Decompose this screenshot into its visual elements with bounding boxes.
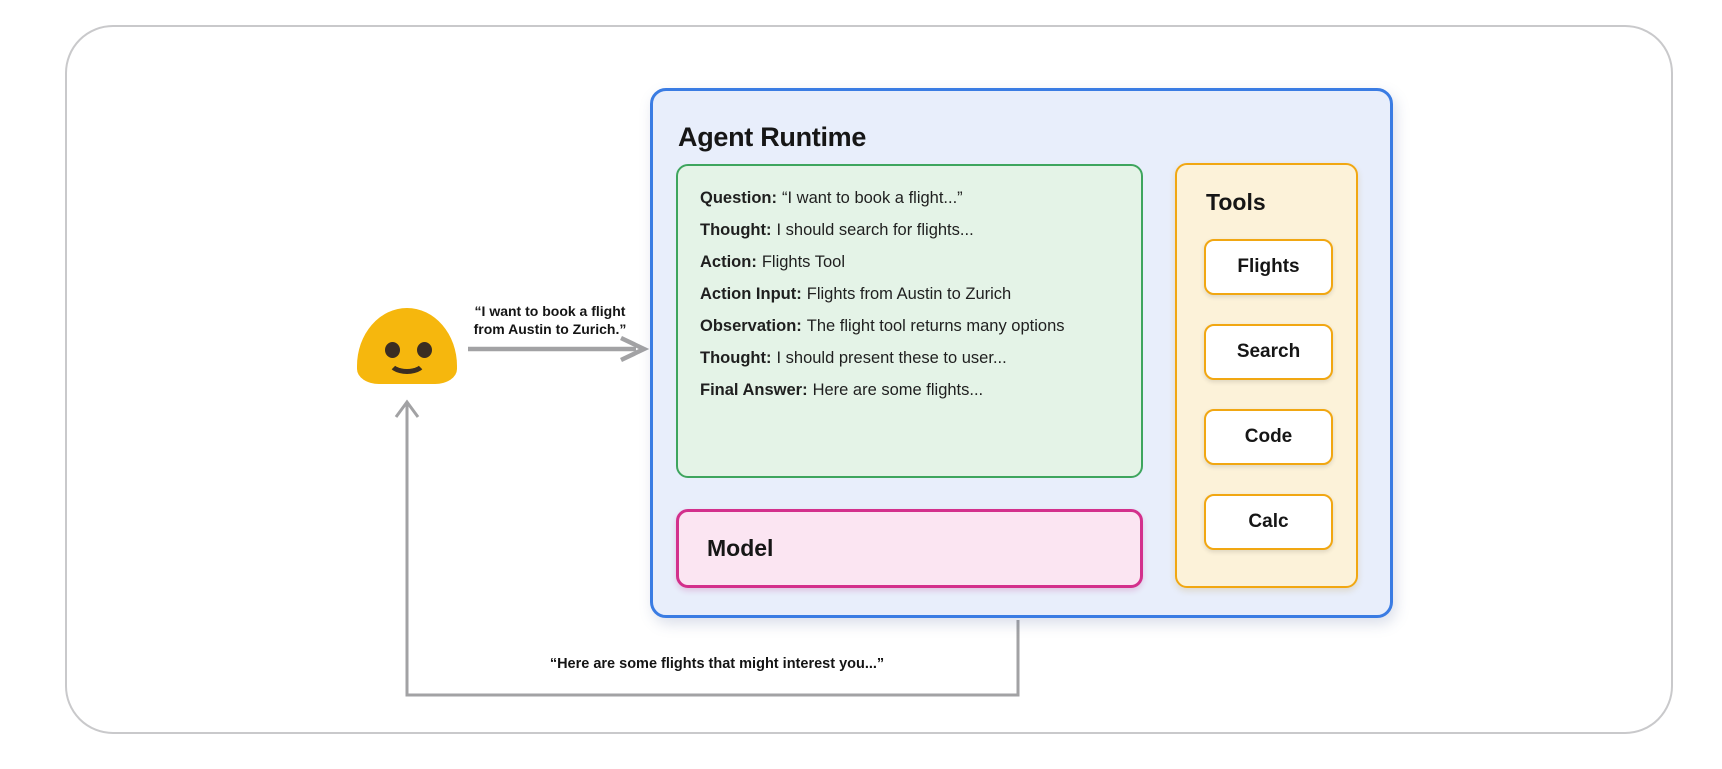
react-scratchpad-box: Question: “I want to book a flight...” Th… (676, 164, 1143, 478)
tool-button: Flights (1204, 239, 1333, 295)
scratchpad-line: Action:Flights Tool (700, 246, 1119, 278)
agent-runtime-title: Agent Runtime (678, 122, 867, 152)
tool-button: Code (1204, 409, 1333, 465)
scratchpad-line-label: Action: (700, 253, 757, 271)
scratchpad-line-text: Here are some flights... (812, 381, 984, 399)
scratchpad-line: Action Input:Flights from Austin to Zuri… (700, 278, 1119, 310)
scratchpad-line: Thought:I should search for flights... (700, 214, 1119, 246)
emoji-smile (387, 348, 427, 374)
scratchpad-line-label: Thought: (700, 221, 772, 239)
scratchpad-line: Question: “I want to book a flight...” (700, 182, 1119, 214)
user-request-line1: “I want to book a flight (474, 303, 626, 319)
model-label: Model (707, 535, 774, 561)
user-request-line2: from Austin to Zurich.” (473, 321, 627, 337)
model-box: Model (676, 509, 1143, 588)
scratchpad-line-label: Thought: (700, 349, 772, 367)
scratchpad-line-text: The flight tool returns many options (806, 317, 1065, 335)
scratchpad-line-text: Flights Tool (761, 253, 845, 271)
scratchpad-line-text: I should search for flights... (776, 221, 974, 239)
scratchpad-line-text: “I want to book a flight...” (782, 189, 963, 207)
tools-title: Tools (1206, 189, 1266, 215)
scratchpad-line-label: Question: (700, 189, 777, 207)
tools-panel: Tools Flights Search Code Calc (1175, 163, 1358, 588)
scratchpad-line-label: Observation: (700, 317, 802, 335)
scratchpad-line-label: Final Answer: (700, 381, 808, 399)
scratchpad-line-text: Flights from Austin to Zurich (806, 285, 1012, 303)
scratchpad-line: Final Answer:Here are some flights... (700, 374, 1119, 406)
scratchpad-line-label: Action Input: (700, 285, 802, 303)
agent-response-label: “Here are some flights that might intere… (549, 656, 885, 672)
user-emoji (357, 308, 457, 384)
user-request-label: “I want to book a flight from Austin to … (440, 302, 660, 338)
scratchpad-line-text: I should present these to user... (776, 349, 1007, 367)
scratchpad-line: Thought:I should present these to user..… (700, 342, 1119, 374)
tool-button: Calc (1204, 494, 1333, 550)
scratchpad-line: Observation:The flight tool returns many… (700, 310, 1119, 342)
tool-button: Search (1204, 324, 1333, 380)
